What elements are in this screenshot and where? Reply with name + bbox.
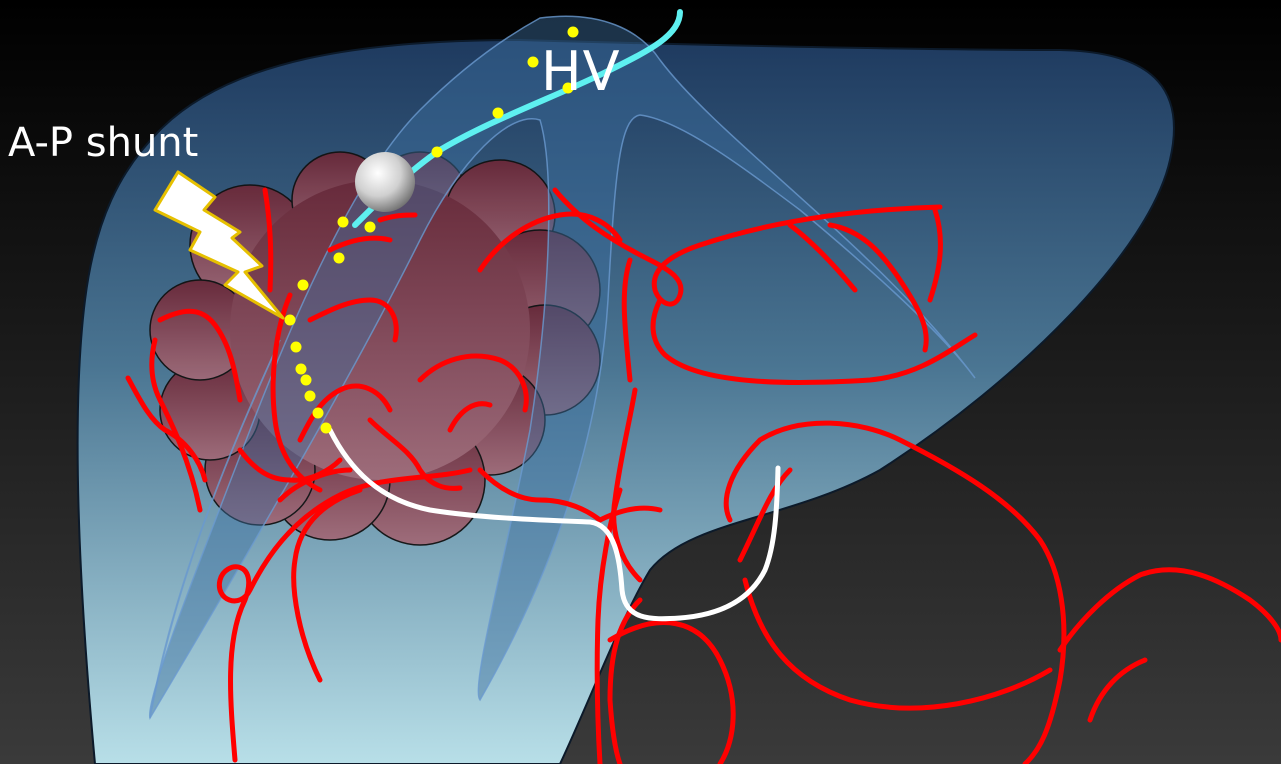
sphere-icon bbox=[355, 152, 415, 212]
shunt-label: A-P shunt bbox=[8, 120, 198, 166]
hepatic-vein-label: HV bbox=[541, 40, 621, 103]
